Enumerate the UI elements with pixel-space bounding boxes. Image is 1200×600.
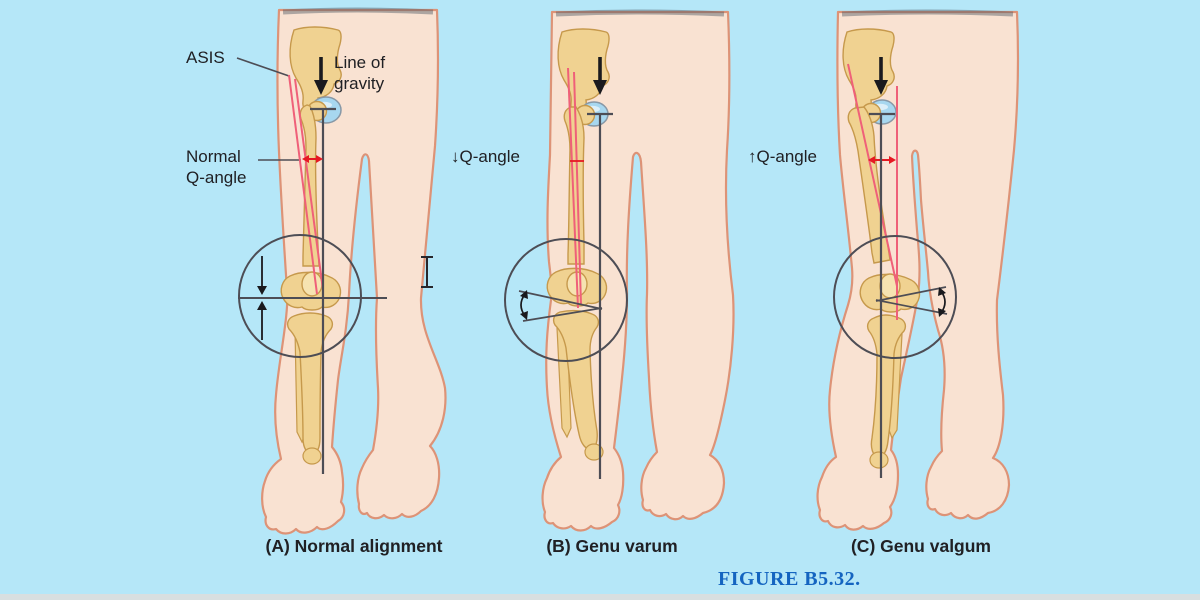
panel-c-figure: [816, 9, 1020, 531]
line-of-gravity-label: Line of gravity: [334, 53, 386, 93]
tibia-bone: [552, 309, 600, 450]
valgus-curved-arrow: [938, 287, 946, 317]
panel-a-caption: (A) Normal alignment: [265, 536, 443, 556]
q-angle-line-femur: [847, 63, 898, 287]
decreased-q-angle-label: ↓Q-angle: [451, 147, 520, 166]
pelvis-bone: [289, 26, 342, 112]
bottom-edge-strip: [0, 594, 1200, 600]
knee-circle: [833, 235, 957, 359]
panel-a-figure: [236, 7, 447, 535]
line-of-gravity-arrow: [874, 57, 888, 95]
panel-b-figure: [504, 9, 735, 532]
varus-curved-arrow: [520, 290, 528, 320]
line-of-gravity-arrow: [593, 57, 607, 95]
panel-a-waist-shadow: [282, 7, 434, 15]
asis-label: ASIS: [186, 48, 225, 67]
line-of-gravity-arrow: [314, 57, 328, 95]
knee-circle: [504, 238, 628, 362]
joint-level-arrows: [257, 256, 267, 340]
i-beam-cursor: [421, 256, 433, 288]
panel-c-skin-silhouette: [816, 10, 1020, 531]
panel-c-caption: (C) Genu valgum: [850, 536, 991, 556]
panel-b-waist-shadow: [555, 9, 725, 17]
panel-c-waist-shadow: [841, 9, 1014, 17]
malleolus-bone: [584, 443, 604, 461]
femur-bone: [847, 106, 891, 264]
q-angle-line-tendon: [573, 71, 582, 306]
q-angle-line-tendon: [294, 78, 324, 291]
panel-b-caption: (B) Genu varum: [546, 536, 678, 556]
normal-q-angle-label: Normal Q-angle: [186, 147, 247, 187]
increased-q-angle-label: ↑Q-angle: [748, 147, 817, 166]
patella-bone: [301, 271, 323, 297]
valgus-angle-wedge: [875, 286, 948, 315]
varus-angle-wedge: [518, 290, 603, 322]
asis-pointer-line: [236, 57, 290, 77]
malleolus-bone: [302, 447, 322, 465]
q-angle-red-arrow: [302, 155, 323, 163]
malleolus-bone: [869, 451, 889, 469]
figure-number: FIGURE B5.32.: [718, 568, 861, 590]
q-angle-line-femur: [288, 74, 318, 295]
knee-circle: [238, 234, 362, 358]
q-angle-line-femur: [567, 67, 579, 309]
